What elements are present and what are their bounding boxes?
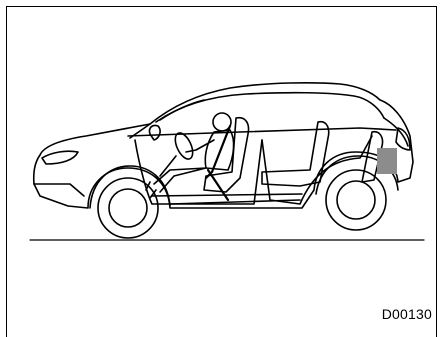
highlighted-component [377, 148, 397, 174]
front-wheel-rim [109, 189, 147, 227]
rear-wheel [326, 170, 386, 230]
roof-line [156, 93, 384, 122]
seatbelt [206, 126, 230, 200]
rear-wheel-rim [337, 181, 375, 219]
front-wheel [98, 178, 158, 238]
side-mirror [149, 125, 160, 140]
front-bumper [34, 184, 84, 196]
driver-legs [154, 168, 206, 192]
beltline [128, 128, 396, 136]
floor-line [152, 194, 302, 196]
steering-column [160, 156, 176, 176]
figure-code: D00130 [382, 306, 432, 322]
front-seat [204, 118, 249, 192]
headlamp [42, 151, 78, 164]
